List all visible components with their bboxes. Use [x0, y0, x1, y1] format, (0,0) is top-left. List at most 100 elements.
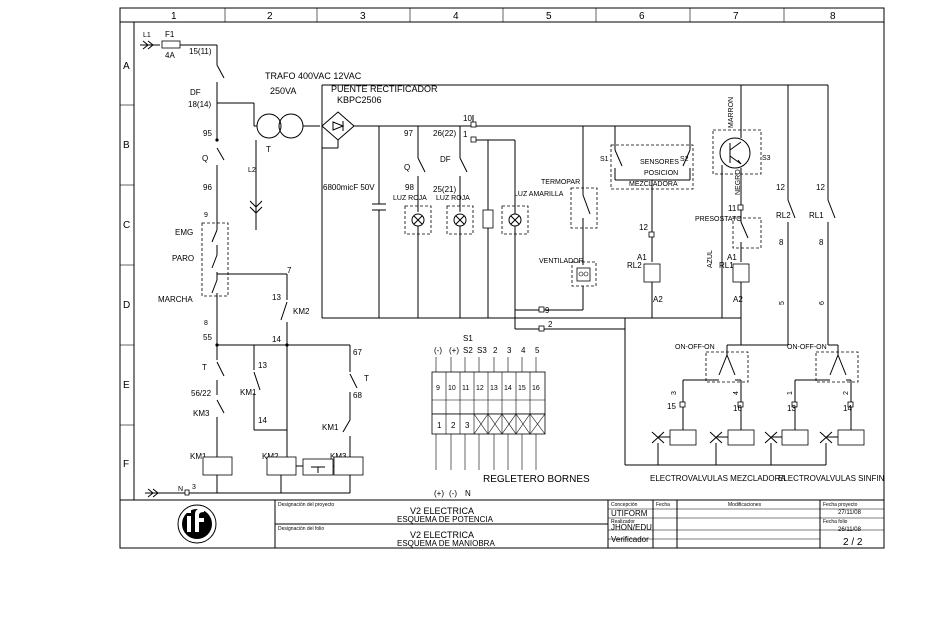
- terminal-label: 12: [776, 183, 785, 192]
- strip-bottom-label: N: [465, 489, 471, 498]
- t-label: T: [202, 363, 207, 372]
- indicator-lamps: 97 Q 98 26(22) DF 25(21) LUZ ROJA LUZ RO…: [393, 114, 564, 318]
- terminal-label: 12: [639, 223, 648, 232]
- folio-name: V2 ELECTRICA: [410, 530, 474, 540]
- position-sensors: S1 S2 SENSORES POSICION MEZCLADORA 12 A1…: [600, 126, 694, 318]
- km1-coil: [202, 456, 233, 476]
- km1-coil-label: KM1: [190, 452, 207, 461]
- sensores-label: SENSORES: [640, 159, 679, 166]
- strip-top-label: S2: [463, 346, 473, 355]
- strip-low-number: 2: [451, 421, 456, 430]
- transformer-va: 250VA: [270, 86, 296, 96]
- column-label: 7: [733, 11, 739, 22]
- column-label: 5: [546, 11, 552, 22]
- row-label: B: [123, 140, 130, 151]
- km3-coil-label: KM3: [330, 452, 347, 461]
- df-label: DF: [190, 88, 201, 97]
- row-label: C: [123, 220, 130, 231]
- terminal-label: 14: [272, 335, 281, 344]
- a1b-label: A1: [727, 253, 737, 262]
- terminal-label: 11: [728, 204, 737, 213]
- capacitor-label: 6800micF 50V: [323, 183, 375, 192]
- terminal-label: 13: [258, 361, 267, 370]
- terminal-label: 25(21): [433, 185, 456, 194]
- strip-mid-number: 16: [532, 385, 540, 392]
- terminal-label: 2: [548, 320, 553, 329]
- title-block: Designación del proyecto V2 ELECTRICA ES…: [177, 500, 884, 548]
- transformer-label: TRAFO 400VAC 12VAC: [265, 71, 362, 81]
- terminal-label: 12: [816, 183, 825, 192]
- rectifier-label: PUENTE RECTIFICADOR: [331, 84, 438, 94]
- terminal-label: 9: [204, 212, 208, 219]
- terminal-label: 9: [545, 306, 550, 315]
- terminal-label: 10: [463, 114, 472, 123]
- fan: [571, 261, 597, 287]
- km3-contact-label: KM3: [193, 409, 210, 418]
- valve-terminal: 14: [843, 404, 852, 413]
- km1-contact2-label: KM1: [322, 423, 339, 432]
- strip-bottom-label: (-): [449, 489, 457, 498]
- row-label: E: [123, 380, 130, 391]
- fecha-label: Fecha: [656, 502, 670, 508]
- terminal-label: 18(14): [188, 100, 211, 109]
- valve-coil: [727, 429, 755, 446]
- emergency-stop-group[interactable]: EMG PARO MARCHA 7 8: [158, 222, 292, 330]
- strip-top-label: 2: [493, 346, 498, 355]
- column-label: 4: [453, 11, 459, 22]
- neutral-label: N: [178, 486, 183, 493]
- onoffon2-label: ON-OFF-ON: [787, 344, 827, 351]
- a1-label: A1: [637, 253, 647, 262]
- row-label: F: [123, 459, 129, 470]
- paro-label: PARO: [172, 254, 194, 263]
- terminal-label: 98: [405, 183, 414, 192]
- ev-mezcladora-label: ELECTROVALVULAS MEZCLADORA: [650, 474, 786, 483]
- proj-sub: ESQUEMA DE POTENCIA: [397, 515, 494, 524]
- valve-coil: [669, 429, 697, 446]
- ventilador-label: VENTILADOR: [539, 258, 584, 265]
- s2-label: S2: [680, 156, 689, 163]
- valve-terminal: 13: [787, 404, 796, 413]
- luz-roja2-label: LUZ ROJA: [436, 195, 470, 202]
- strip-mid-number: 13: [490, 385, 498, 392]
- df2-label: DF: [440, 155, 451, 164]
- luz-roja-label: LUZ ROJA: [393, 195, 427, 202]
- emg-label: EMG: [175, 228, 193, 237]
- folio-label: Designación del folio: [278, 526, 324, 532]
- terminal-label: 1: [463, 130, 468, 139]
- sheet-border: [119, 7, 885, 549]
- strip-top-label: S3: [477, 346, 487, 355]
- terminal-label: 67: [353, 348, 362, 357]
- terminal-label: 13: [272, 293, 281, 302]
- km3-coil: [333, 456, 364, 476]
- terminal-label: 2: [843, 391, 850, 395]
- strip-mid-number: 10: [448, 385, 456, 392]
- concepcion-value: UTIFORM: [611, 509, 648, 518]
- terminal-label: 8: [819, 238, 824, 247]
- strip-top-label: 5: [535, 346, 540, 355]
- rl1-contact-label: RL1: [809, 211, 824, 220]
- strip-top-label: 4: [521, 346, 526, 355]
- selector-mezcladora[interactable]: ON-OFF-ON 3 4: [671, 318, 788, 402]
- column-label: 3: [360, 11, 366, 22]
- l2-label: L2: [248, 167, 256, 174]
- column-label: 6: [639, 11, 645, 22]
- terminal-label: 26(22): [433, 129, 456, 138]
- neutral-terminal: 3: [192, 484, 196, 491]
- strip-top-label: (-): [434, 346, 442, 355]
- km1-contact-label: KM1: [240, 388, 257, 397]
- proj-label: Designación del proyecto: [278, 502, 334, 508]
- terminal-label: 95: [203, 129, 212, 138]
- ev-sinfin-label: ELECTROVALVULAS SINFIN: [778, 474, 885, 483]
- strip-top-label: 3: [507, 346, 512, 355]
- transformer: TRAFO 400VAC 12VAC 250VA T L2: [248, 71, 362, 230]
- q2-label: Q: [404, 163, 410, 172]
- strip-low-number: 1: [437, 421, 442, 430]
- realizador-label: Realizador: [611, 519, 635, 525]
- fecha-proyecto-value: 27/11/08: [838, 510, 862, 516]
- selector-sinfin[interactable]: ON-OFF-ON 1 2: [787, 344, 859, 402]
- relay-contacts: 12 RL2 8 5 12 RL1 8 6: [776, 85, 836, 345]
- dc-bus: 6800micF 50V: [322, 125, 741, 319]
- strip-mid-number: 11: [462, 385, 469, 392]
- presostato-label: PRESOSTATO: [695, 216, 742, 223]
